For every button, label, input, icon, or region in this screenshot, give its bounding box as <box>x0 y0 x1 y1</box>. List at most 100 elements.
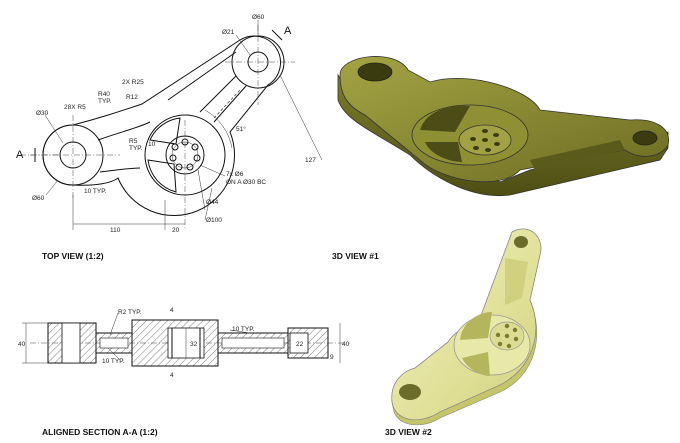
section-left-bore <box>61 322 81 364</box>
arm-edge <box>213 85 247 123</box>
bolt-hole <box>186 163 194 171</box>
iso2-pocket <box>462 352 490 376</box>
top-view: A A Ø60 Ø21 Ø30 Ø60 28X R5 R40 TYP. 2X R… <box>16 14 323 261</box>
section-arrow <box>271 29 283 41</box>
leader <box>235 34 251 56</box>
dim-r40-typ: TYP. <box>98 98 112 105</box>
section-view: R2 TYP. 10 TYP. 10 TYP. 40 40 32 22 4 4 … <box>18 307 350 437</box>
left-bore <box>59 141 87 169</box>
hidden-line <box>213 89 241 119</box>
bolt-hole <box>181 138 189 146</box>
iso2-bolt-hole <box>495 332 501 338</box>
dim-d30: Ø30 <box>36 110 49 117</box>
iso2-caption: 3D VIEW #2 <box>385 427 432 437</box>
dim-holes: 7x Ø6 <box>226 171 244 178</box>
iso2-bolt-hole <box>512 327 518 333</box>
iso-view-2: 3D VIEW #2 <box>385 228 542 437</box>
leader <box>204 187 213 221</box>
dim-angle: 51° <box>236 125 246 133</box>
dim-20: 20 <box>172 227 180 234</box>
top-bore <box>247 51 269 73</box>
dim-d60-top: Ø60 <box>252 14 265 21</box>
dim-ten: 10 <box>148 141 156 148</box>
iso2-bolt-hole <box>497 341 503 347</box>
iso-view-1: 3D VIEW #1 <box>332 56 669 261</box>
section-caption: ALIGNED SECTION A-A (1:2) <box>42 427 158 437</box>
dim-r5: R5 <box>129 138 138 145</box>
leader <box>107 347 121 361</box>
dim-d60-left: Ø60 <box>32 195 45 202</box>
bolt-hole <box>191 143 199 151</box>
angle-arc <box>204 109 233 149</box>
iso2-bolt-hole <box>504 333 510 339</box>
iso1-bolt-hole <box>493 133 499 137</box>
iso1-left-bore <box>357 62 393 82</box>
dim-holes-bc: ON A Ø30 BC <box>226 179 266 186</box>
iso1-bolt-holes <box>470 129 500 152</box>
iso2-bolt-hole <box>504 323 510 329</box>
section-letter-left: A <box>16 149 24 161</box>
dim-r25: 2X R25 <box>122 79 144 86</box>
leader <box>229 329 251 334</box>
section-right-web-core <box>221 337 285 349</box>
dim-32: 32 <box>190 341 198 348</box>
iso1-arm-recess <box>530 140 625 170</box>
dim-110: 110 <box>110 227 121 234</box>
bolt-hole <box>171 143 179 151</box>
iso2-bolt-hole <box>513 336 519 342</box>
leader <box>109 312 119 336</box>
dim-ten-typ: 10 TYP. <box>84 188 107 195</box>
iso2-arm-recess <box>505 258 528 305</box>
section-letter-top: A <box>284 25 292 37</box>
ring-pocket <box>147 159 177 193</box>
iso2-pocket <box>460 312 492 340</box>
leader <box>45 179 59 196</box>
dim-4-bottom: 4 <box>170 372 174 379</box>
arm-edge <box>199 75 237 113</box>
dim-40-right: 40 <box>342 341 350 348</box>
iso1-bolt-hole <box>473 146 479 150</box>
dim-r5-typ: TYP. <box>129 145 143 152</box>
dim-22: 22 <box>296 341 304 348</box>
iso2-left-bore <box>399 384 421 400</box>
dim-4-top: 4 <box>170 307 174 314</box>
dim-r2: R2 TYP. <box>118 309 142 316</box>
section-right-bore <box>289 332 309 354</box>
dim-ten-typ-right: 10 TYP. <box>232 326 255 333</box>
iso1-bolt-hole <box>482 138 488 142</box>
arm-edge <box>99 167 141 173</box>
bolt-hole <box>169 154 177 162</box>
iso2-bolt-hole <box>506 343 512 349</box>
iso1-bolt-hole <box>482 129 488 133</box>
ring-outer <box>144 114 226 196</box>
iso1-bolt-hole <box>470 137 476 141</box>
dim-line-127 <box>279 74 323 161</box>
iso1-bolt-hole <box>485 148 491 152</box>
dim-r12: R12 <box>126 94 138 101</box>
dim-ten-typ-left: 10 TYP. <box>102 358 125 365</box>
iso1-bolt-hole <box>494 142 500 146</box>
ring-pocket <box>149 117 181 145</box>
section-left-web-core <box>99 337 129 349</box>
arm-edge <box>167 51 237 101</box>
dim-40-left: 40 <box>18 341 26 348</box>
iso1-pocket <box>425 142 462 162</box>
leader <box>44 114 64 144</box>
hub-outer <box>165 135 205 175</box>
top-view-caption: TOP VIEW (1:2) <box>42 251 104 261</box>
dim-r40: R40 <box>98 91 110 98</box>
dim-d21: Ø21 <box>222 29 235 36</box>
dim-fillets: 28X R5 <box>64 104 86 111</box>
arm-edge <box>97 121 151 141</box>
iso2-side <box>391 299 537 426</box>
iso1-right-bore <box>632 130 658 146</box>
iso1-pocket <box>420 105 470 132</box>
iso2-top-bore <box>514 236 528 248</box>
dim-9: 9 <box>330 354 334 361</box>
dim-127: 127 <box>305 157 316 164</box>
bolt-hole <box>193 154 201 162</box>
dim-d100: Ø100 <box>206 217 222 224</box>
iso2-bolt-holes <box>495 323 519 349</box>
bolt-holes <box>169 138 201 171</box>
